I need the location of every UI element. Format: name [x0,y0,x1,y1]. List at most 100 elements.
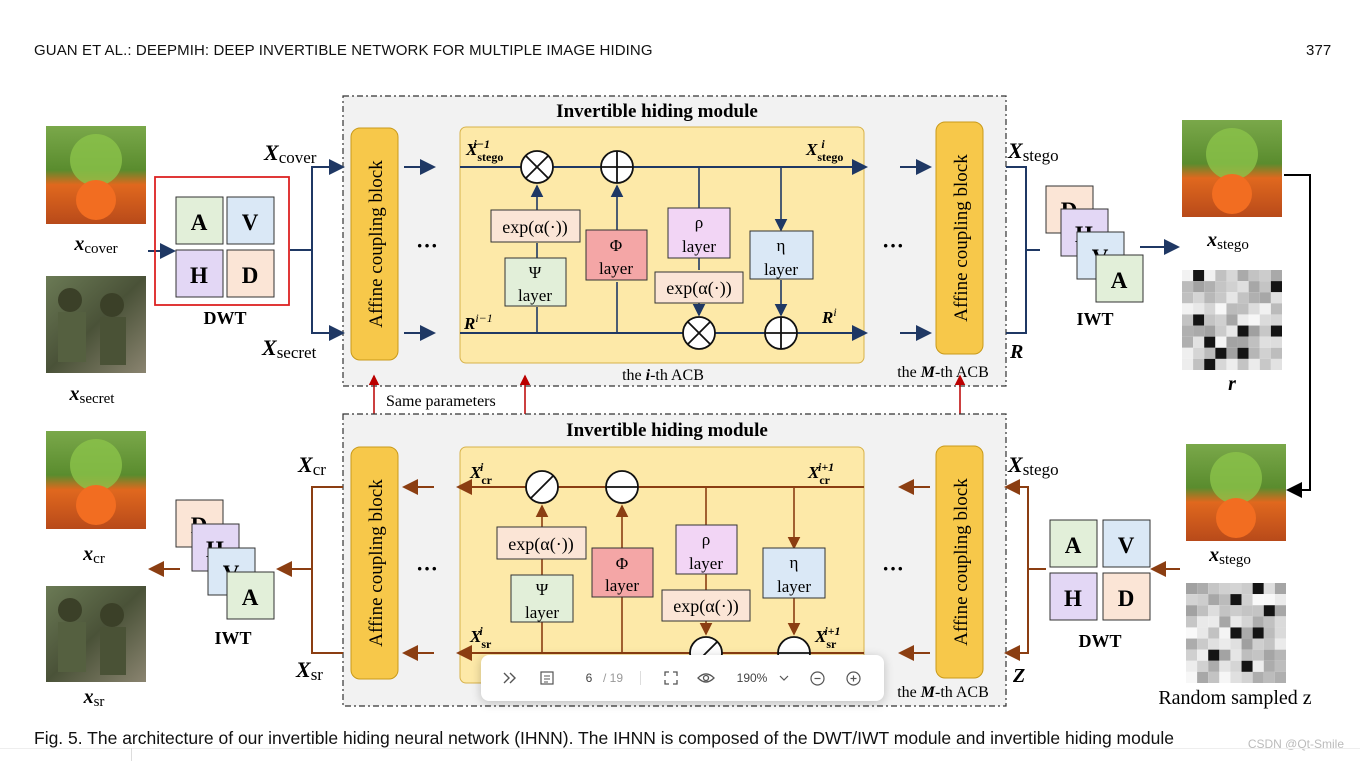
noise-cell [1208,605,1220,617]
noise-cell [1208,638,1220,650]
noise-cell [1197,605,1209,617]
subband-h [175,249,224,298]
eye-icon [697,673,715,683]
noise-cell [1193,358,1205,370]
subband-d-label: D [242,263,259,288]
noise-cell [1204,347,1216,359]
image-r-noise [1182,270,1282,370]
phi-layer-label: layer [599,259,633,278]
noise-cell [1197,660,1209,672]
noise-cell [1186,594,1198,606]
noise-cell [1252,605,1264,617]
var-r-i: Ri [821,305,837,327]
noise-cell [1263,660,1275,672]
rho-layer [675,524,738,575]
iwt-label-top: IWT [1076,309,1113,329]
dwt-bottom-d: D [1118,586,1135,611]
noise-cell [1230,594,1242,606]
noise-cell [1248,336,1260,348]
outline-button[interactable] [536,655,558,701]
zoom-out-button[interactable] [807,655,827,701]
noise-cell [1259,358,1271,370]
noise-cell [1230,627,1242,639]
zoom-level[interactable]: 190% [736,671,768,685]
expand-sidebar-button[interactable] [499,655,521,701]
noise-cell [1186,583,1198,595]
image-x-stego-bottom [1186,444,1286,541]
noise-cell [1263,594,1275,606]
ith-acb-label: the i-th ACB [622,367,704,384]
noise-cell [1263,638,1275,650]
page-number-input[interactable]: 6 [579,655,599,701]
noise-cell [1193,347,1205,359]
exp-box [661,589,751,622]
noise-cell [1215,314,1227,326]
phi-symbol: Φ [610,236,622,255]
noise-cell [1270,303,1282,315]
noise-cell [1219,583,1231,595]
noise-cell [1193,270,1205,282]
iwt-top-a: A [1111,268,1128,293]
subband-v [226,196,275,245]
eta-layer [762,547,826,599]
noise-cell [1226,270,1238,282]
noise-cell [1215,336,1227,348]
noise-cell [1193,303,1205,315]
zoom-in-button[interactable] [843,655,863,701]
noise-cell [1241,660,1253,672]
noise-cell [1241,616,1253,628]
noise-cell [1193,281,1205,293]
label-x-sr: xsr [83,686,105,710]
noise-cell [1208,671,1220,683]
noise-cell [1182,358,1194,370]
label-x-cover: xcover [73,233,117,257]
noise-cell [1252,594,1264,606]
noise-cell [1252,638,1264,650]
noise-cell [1182,303,1194,315]
image-x-cover [46,126,146,224]
label-Z: Z [1012,665,1025,687]
watermark: CSDN @Qt-Smile [1247,737,1344,751]
label-r: r [1228,373,1236,395]
zoom-in-icon [845,670,861,686]
mth-acb-label-bottom: the M-th ACB [897,684,989,701]
fullscreen-button[interactable] [661,655,681,701]
noise-cell [1197,638,1209,650]
view-mode-button[interactable] [695,655,717,701]
var-x-cr-i1: Xcri+1 [807,460,834,487]
noise-cell [1270,292,1282,304]
noise-cell [1270,336,1282,348]
noise-cell [1230,660,1242,672]
noise-cell [1182,292,1194,304]
noise-cell [1226,281,1238,293]
noise-cell [1270,347,1282,359]
noise-cell [1230,605,1242,617]
noise-cell [1215,325,1227,337]
noise-cell [1186,660,1198,672]
noise-cell [1208,594,1220,606]
rho-layer [667,207,731,259]
noise-cell [1241,671,1253,683]
noise-cell [1219,616,1231,628]
phi-layer-label: layer [605,576,639,595]
label-X-sr: Xsr [295,657,323,684]
noise-cell [1226,325,1238,337]
mth-acb-label-top: the M-th ACB [897,364,989,381]
noise-cell [1230,638,1242,650]
noise-cell [1259,270,1271,282]
noise-cell [1263,616,1275,628]
noise-cell [1252,627,1264,639]
noise-cell [1259,281,1271,293]
noise-cell [1186,638,1198,650]
page-number: 377 [1306,42,1332,59]
zoom-dropdown[interactable] [777,655,791,701]
psi-layer [510,574,574,623]
noise-cell [1208,649,1220,661]
noise-cell [1208,627,1220,639]
noise-cell [1248,303,1260,315]
dwt-bottom-a: A [1065,533,1082,558]
iwt-label-bottom: IWT [214,628,251,648]
noise-cell [1215,292,1227,304]
noise-cell [1237,270,1249,282]
noise-cell [1193,314,1205,326]
